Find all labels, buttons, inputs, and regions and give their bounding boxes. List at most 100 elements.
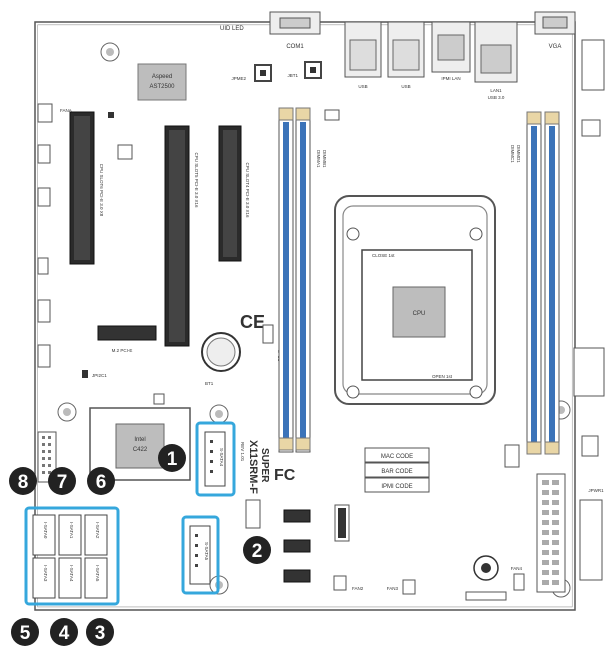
board-rev: REV 1.01	[240, 442, 245, 462]
sata-port-5	[84, 557, 108, 599]
cpu-label: CPU	[413, 311, 426, 317]
sata1-label: I-SATA1	[69, 522, 74, 539]
usb-header-bottom	[465, 591, 507, 601]
callout-8: 8	[9, 467, 37, 495]
sata-dom-2-label: S-SATA5	[204, 542, 209, 561]
fan-header-fan-top	[324, 109, 340, 121]
board-model: X11SRM-F	[247, 440, 259, 494]
callout-1: 1	[158, 444, 186, 472]
m2-label: M.2 PCI-E	[112, 348, 133, 353]
jpi2c-label: JPI2C1	[92, 373, 107, 378]
bmc-chip-brand: Aspeed	[152, 74, 172, 80]
jpwr1-label: JPWR1	[588, 488, 604, 493]
jbt1-label: JBT1	[287, 73, 298, 78]
usb-label-2: USB	[401, 84, 410, 89]
svg-text:1: 1	[167, 449, 178, 470]
jpme2-label: JPME2	[231, 76, 246, 81]
sata3-label: I-SATA3	[43, 565, 48, 582]
bmc-chip	[137, 63, 187, 101]
jpwr2-connector	[573, 347, 605, 397]
callout-4: 4	[50, 618, 78, 646]
dimm-slots-right	[526, 111, 560, 455]
jsd-connector-c	[283, 569, 311, 583]
svg-text:2: 2	[252, 541, 263, 562]
fan-header-fan4	[513, 573, 525, 591]
fan-header-fanb	[581, 119, 601, 137]
svg-text:8: 8	[18, 472, 29, 493]
bar-code-label: BAR CODE	[381, 469, 412, 475]
slot4-label: CPU SLOT4 PCI-E 3.0 X16	[245, 162, 250, 218]
callout-3: 3	[86, 618, 114, 646]
svg-text:5: 5	[20, 623, 31, 644]
jpi2c-jumper	[82, 370, 88, 378]
pch-model: C422	[133, 447, 148, 453]
mac-code-label: MAC CODE	[381, 454, 413, 460]
sata-dom-connector-2	[189, 525, 211, 585]
jipmb1-header	[37, 344, 51, 368]
svg-text:3: 3	[95, 623, 106, 644]
fan-header-fan1	[504, 444, 520, 468]
sata-port-1	[58, 514, 82, 556]
vga-label: VGA	[549, 44, 562, 50]
fan-header-fan2	[333, 575, 347, 591]
jpwr1-atx-connector	[536, 473, 566, 593]
fan-header-fana	[37, 103, 53, 123]
sata4-label: I-SATA4	[69, 565, 74, 582]
svg-text:7: 7	[57, 472, 68, 493]
fan3-label: FAN3	[387, 586, 399, 591]
com1-label: COM1	[286, 44, 304, 50]
jsd1-connector	[37, 144, 51, 164]
jsd-connector-b	[283, 539, 311, 553]
sata-port-2	[84, 514, 108, 556]
jsd-connector-a	[283, 509, 311, 523]
sata-port-3	[32, 557, 56, 599]
callout-6: 6	[87, 467, 115, 495]
callout-2: 2	[243, 536, 271, 564]
sata2-label: I-SATA2	[95, 522, 100, 539]
jsd-header	[117, 144, 133, 160]
pch-brand: Intel	[134, 437, 145, 443]
highlight-box-2	[181, 515, 220, 595]
ce-mark: CE	[240, 312, 265, 332]
jsmb1-header	[245, 499, 261, 529]
svg-text:4: 4	[59, 623, 70, 644]
pcie-slots	[69, 111, 242, 347]
usb3-label: USB 3.0	[488, 95, 505, 100]
fc-mark: FC	[274, 467, 296, 484]
slot5-label: CPU SLOT5 PCI-E 3.0 X16	[194, 152, 199, 208]
com2-header	[581, 39, 605, 91]
battery-label: BT1	[205, 381, 214, 386]
dimm-b1-label: DIMMB1	[322, 150, 327, 168]
sata-dom-1-label: S-SATA4	[219, 448, 224, 467]
code-labels	[364, 447, 430, 493]
open-first-label: OPEN 1st	[432, 374, 453, 379]
ipmi-code-label: IPMI CODE	[381, 484, 412, 490]
dimm-a1-label: DIMMA1	[316, 150, 321, 168]
usb-label-1: USB	[358, 84, 367, 89]
sata-port-4	[58, 557, 82, 599]
m2-slot	[97, 325, 157, 341]
supermicro-brand: SUPER	[259, 448, 270, 483]
fan4-label: FAN4	[511, 566, 523, 571]
cpu-die	[392, 286, 446, 338]
sata-ports	[32, 514, 108, 599]
bmc-chip-model: AST2500	[149, 84, 175, 90]
jpg1-jumper	[262, 324, 274, 344]
rear-io	[269, 11, 605, 91]
close-first-label: CLOSE 1st	[372, 253, 395, 258]
highlight-box-sata-group	[24, 506, 120, 606]
sata5-label: I-SATA5	[95, 565, 100, 582]
callout-5: 5	[11, 618, 39, 646]
fana-label: FANA	[60, 108, 72, 113]
ipmi-lan-label: IPMI LAN	[441, 76, 460, 81]
jl1-header	[37, 257, 49, 275]
slot6-label: CPU SLOT6 PCI-E 3.0 X8	[99, 164, 104, 217]
dimm-c1-label: DIMMC1	[510, 145, 515, 163]
uid-led-label: UID LED	[220, 26, 244, 32]
sata-port-0	[32, 514, 56, 556]
sata0-label: I-SATA0	[43, 522, 48, 539]
cpu-socket	[334, 195, 496, 405]
dimm-slots-left	[278, 107, 311, 453]
dimm-d1-label: DIMMD1	[516, 145, 521, 163]
